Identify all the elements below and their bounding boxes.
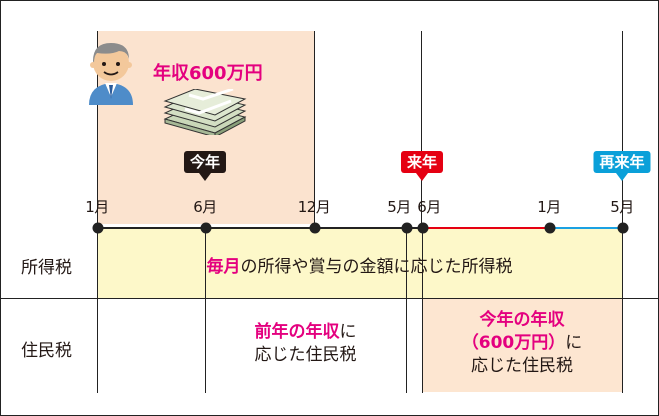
tag-this-year-pointer — [199, 173, 211, 181]
month-label: 6月 — [417, 198, 441, 216]
tag-next-year: 来年 — [400, 151, 444, 173]
row-divider — [1, 298, 658, 299]
gridline-may-after — [622, 31, 623, 228]
timeline-axis — [97, 227, 549, 229]
income-tax-band — [97, 227, 622, 298]
row-label-resident-tax: 住民税 — [21, 341, 72, 361]
timeline-dot — [617, 222, 629, 234]
month-label: 6月 — [193, 198, 217, 216]
resident-prev-emphasis: 前年の年収 — [254, 322, 340, 342]
resident-this-emphasis: （600万円） — [461, 333, 566, 353]
income-tax-emphasis: 毎月 — [206, 257, 241, 277]
timeline-dot — [200, 222, 212, 234]
businessman-icon — [89, 43, 133, 105]
resident-this-line3: 応じた住民税 — [471, 356, 573, 376]
resident-this-suffix: に — [565, 333, 583, 353]
row-label-income-tax: 所得税 — [21, 258, 72, 278]
month-label: 12月 — [297, 198, 331, 216]
tag-year-after-next: 再来年 — [593, 151, 651, 173]
resident-this-line1: 今年の年収 — [479, 310, 565, 330]
lower-line-jan — [97, 227, 98, 393]
income-label: 年収600万円 — [153, 63, 263, 84]
tag-this-year: 今年 — [183, 151, 227, 173]
timeline-segment-red — [421, 227, 549, 229]
month-label: 1月 — [537, 198, 561, 216]
income-tax-rest: の所得や賞与の金額に応じた所得税 — [240, 257, 513, 277]
money-stack-icon — [163, 89, 247, 135]
timeline-segment-blue — [549, 227, 622, 229]
month-label: 5月 — [387, 198, 411, 216]
income-tax-description: 毎月の所得や賞与の金額に応じた所得税 — [97, 256, 622, 279]
resident-this-line2: （600万円）に — [422, 332, 622, 355]
timeline-dot — [92, 222, 104, 234]
gridline-jun-next — [421, 31, 422, 228]
month-label: 1月 — [85, 198, 109, 216]
resident-tax-prev-description: 前年の年収に 応じた住民税 — [205, 321, 406, 367]
resident-tax-this-description: 今年の年収 （600万円）に 応じた住民税 — [422, 309, 622, 378]
tag-year-after-next-pointer — [616, 173, 628, 181]
timeline-dot — [417, 222, 429, 234]
timeline-dot — [544, 222, 556, 234]
resident-prev-suffix: に — [339, 322, 357, 342]
gridline-jan — [97, 31, 98, 228]
gridline-dec — [314, 31, 315, 228]
tag-next-year-pointer — [416, 173, 428, 181]
resident-tax-this-year-box — [422, 299, 622, 392]
timeline-dot — [401, 222, 413, 234]
timeline-dot — [309, 222, 321, 234]
lower-line-jun-next — [422, 227, 423, 393]
resident-prev-line1: 前年の年収に — [205, 321, 406, 344]
resident-prev-line2: 応じた住民税 — [254, 345, 357, 365]
month-label: 5月 — [610, 198, 634, 216]
lower-line-jun — [205, 227, 206, 393]
lower-line-may-after — [622, 227, 623, 393]
lower-line-may — [406, 227, 407, 393]
